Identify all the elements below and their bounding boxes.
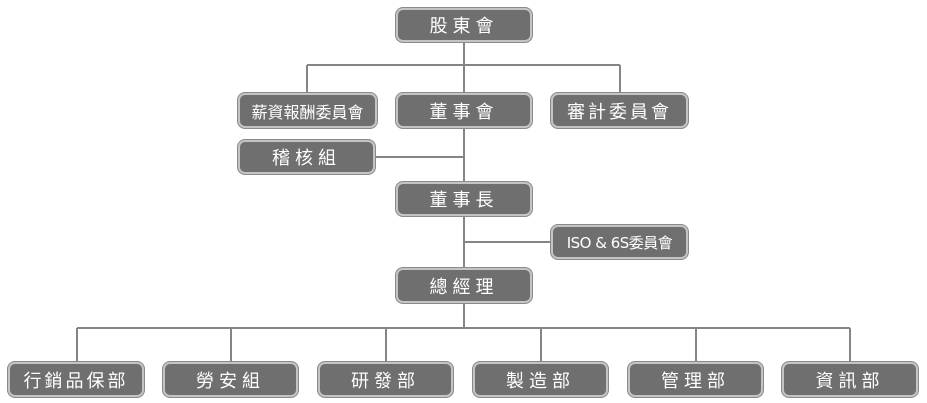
node-iso-committee: ISO & 6S委員會 — [551, 225, 688, 259]
node-shareholders: 股東會 — [396, 8, 532, 42]
node-compensation-committee: 薪資報酬委員會 — [238, 93, 377, 128]
node-dept-marketing-qa: 行銷品保部 — [8, 362, 144, 397]
node-dept-management: 管理部 — [628, 362, 763, 397]
node-internal-audit: 稽核組 — [238, 140, 375, 174]
node-dept-manufacturing: 製造部 — [473, 362, 608, 397]
node-president: 總經理 — [396, 268, 532, 303]
node-board: 董事會 — [396, 93, 532, 128]
node-audit-committee: 審計委員會 — [551, 93, 688, 128]
node-dept-rd: 研發部 — [318, 362, 453, 397]
node-chairman: 董事長 — [396, 182, 532, 216]
node-dept-safety: 勞安組 — [163, 362, 298, 397]
node-dept-it: 資訊部 — [782, 362, 918, 397]
